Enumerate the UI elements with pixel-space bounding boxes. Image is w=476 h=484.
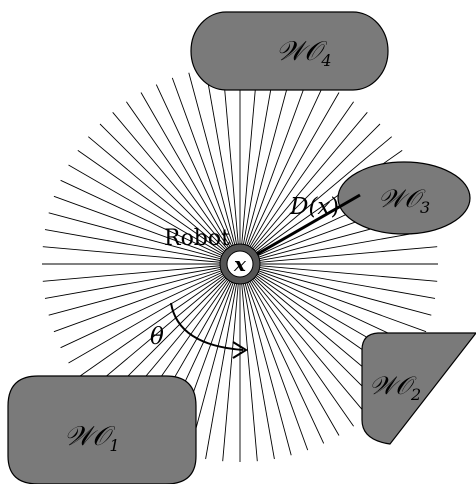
sensor-ray (239, 112, 368, 265)
sensor-ray (68, 263, 241, 364)
obstacle-wo3-shape (337, 161, 471, 235)
sensor-ray (239, 72, 292, 265)
obstacle-wo1-shape (7, 375, 197, 484)
sensor-ray (42, 246, 241, 265)
sensor-ray (239, 123, 381, 265)
sensor-ray (188, 263, 241, 456)
angle-arrowhead-icon (232, 341, 248, 359)
sensor-ray (53, 263, 241, 333)
sensor-ray (60, 263, 241, 349)
obstacle-wo1-label: 𝒲𝒪1 (64, 421, 120, 455)
sensor-ray (239, 263, 325, 444)
obstacle-wo2-shape (361, 332, 476, 445)
sensor-ray (60, 179, 241, 265)
sensor-ray (239, 136, 392, 265)
distance-label: D(x) (289, 194, 339, 220)
obstacle-wo4: 𝒲𝒪4 (190, 11, 389, 91)
sensor-ray (239, 263, 340, 436)
sensor-ray (239, 263, 258, 462)
sensor-ray (205, 68, 241, 265)
sensor-ray (42, 263, 241, 282)
sensor-ray (239, 84, 325, 265)
sensor-ray (239, 263, 381, 405)
sensor-ray (239, 263, 368, 416)
sensor-ray (68, 164, 241, 265)
sensor-ray (77, 150, 241, 265)
sensor-ray (222, 263, 241, 462)
sensor-ray (77, 263, 241, 378)
obstacle-wo4-label: 𝒲𝒪4 (276, 36, 332, 70)
sensor-ray (222, 66, 241, 265)
sensor-ray (48, 263, 241, 316)
obstacle-wo3: 𝒲𝒪3 (337, 161, 471, 235)
sensor-ray (239, 263, 354, 427)
sensor-ray (53, 195, 241, 265)
sensor-ray (140, 92, 241, 265)
sensor-ray (239, 229, 436, 265)
sensor-ray (171, 77, 241, 265)
sensor-ray (188, 72, 241, 265)
robot-inner-disk (226, 250, 254, 278)
sensor-ray (155, 84, 241, 265)
sensor-ray (88, 136, 241, 265)
sensor-ray (239, 246, 438, 265)
sensor-ray (112, 112, 241, 265)
distance-ray (239, 193, 361, 266)
sensor-ray (239, 263, 275, 460)
obstacle-wo3-label: 𝒲𝒪3 (378, 184, 430, 217)
sensor-ray (239, 263, 427, 333)
sensor-ray (205, 263, 241, 460)
sensor-ray (239, 263, 432, 316)
angle-label: θ (150, 324, 164, 350)
angle-arc (170, 302, 244, 351)
obstacle-wo1: 𝒲𝒪1 (7, 375, 197, 484)
sensor-ray (239, 263, 309, 451)
sensor-ray (48, 212, 241, 265)
obstacle-wo2: 𝒲𝒪2 (361, 332, 476, 445)
sensor-ray (88, 263, 241, 392)
sensor-ray (239, 263, 436, 299)
sensor-ray (44, 263, 241, 299)
robot-label: Robot (164, 226, 230, 251)
obstacle-wo4-shape (190, 11, 389, 91)
sensor-ray (239, 101, 354, 265)
sensor-ray (126, 101, 241, 265)
sensor-ray (239, 263, 292, 456)
sensor-ray (239, 68, 275, 265)
obstacle-wo2-label: 𝒲𝒪2 (369, 371, 421, 404)
sensor-ray (99, 123, 241, 265)
sensor-ray (239, 92, 340, 265)
sensor-ray (239, 263, 438, 282)
sensor-ray (44, 229, 241, 265)
angle-indicator: θ (150, 302, 248, 359)
robot-position-label: x (233, 252, 247, 276)
sensor-ray (239, 66, 258, 265)
sensor-ray (239, 77, 309, 265)
robot: x (219, 243, 261, 285)
